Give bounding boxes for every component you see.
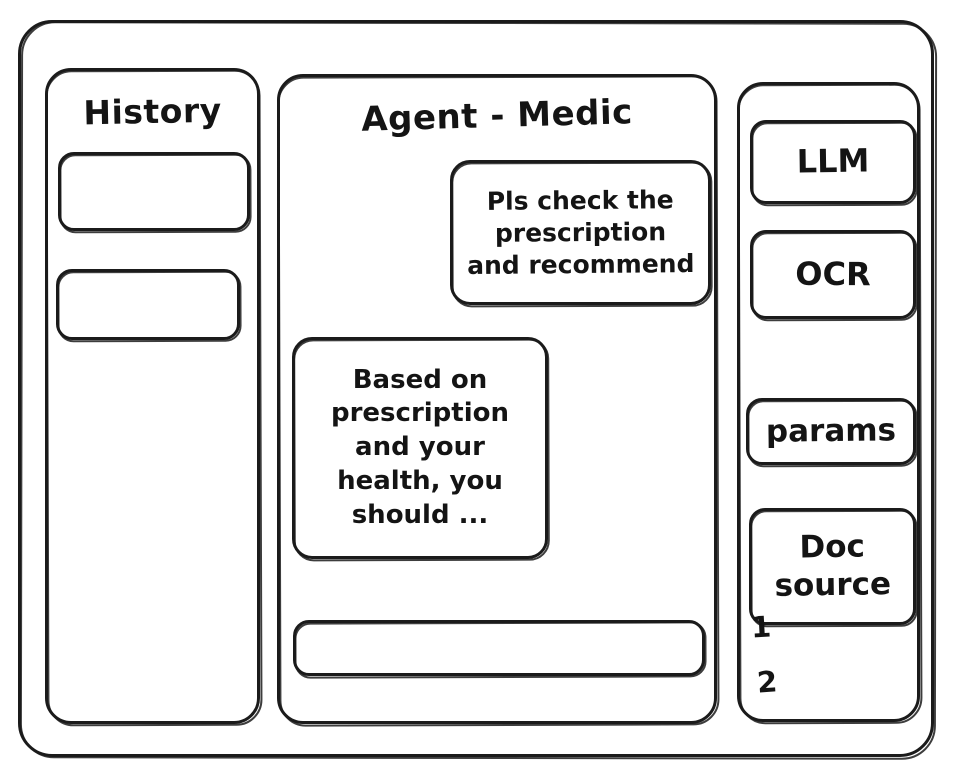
tool-button-ocr[interactable]: OCR: [750, 230, 918, 322]
assistant-message-text: Based on prescription and your health, y…: [330, 364, 509, 530]
doc-source-item-2[interactable]: 2: [755, 664, 779, 700]
history-item-1[interactable]: [58, 152, 252, 234]
doc-source-item-1[interactable]: 1: [750, 609, 773, 645]
user-message-bubble: Pls check the prescription and recommend: [450, 160, 713, 308]
history-item-2[interactable]: [56, 269, 242, 343]
history-item-label: [58, 152, 250, 231]
history-panel-title: History: [82, 90, 223, 133]
tool-button-label: OCR: [795, 254, 871, 293]
message-composer-value: [293, 620, 705, 676]
tool-button-llm[interactable]: LLM: [750, 120, 918, 207]
tool-button-label: LLM: [796, 141, 870, 181]
assistant-message-bubble: Based on prescription and your health, y…: [292, 337, 550, 562]
doc-source-label: Doc source: [774, 528, 892, 604]
user-message-text: Pls check the prescription and recommend: [466, 184, 695, 280]
doc-source-box[interactable]: Doc source: [749, 508, 918, 628]
message-composer-input[interactable]: [293, 620, 707, 679]
tool-button-params[interactable]: params: [746, 398, 918, 468]
history-item-label: [56, 269, 240, 340]
tool-button-label: params: [765, 412, 897, 450]
